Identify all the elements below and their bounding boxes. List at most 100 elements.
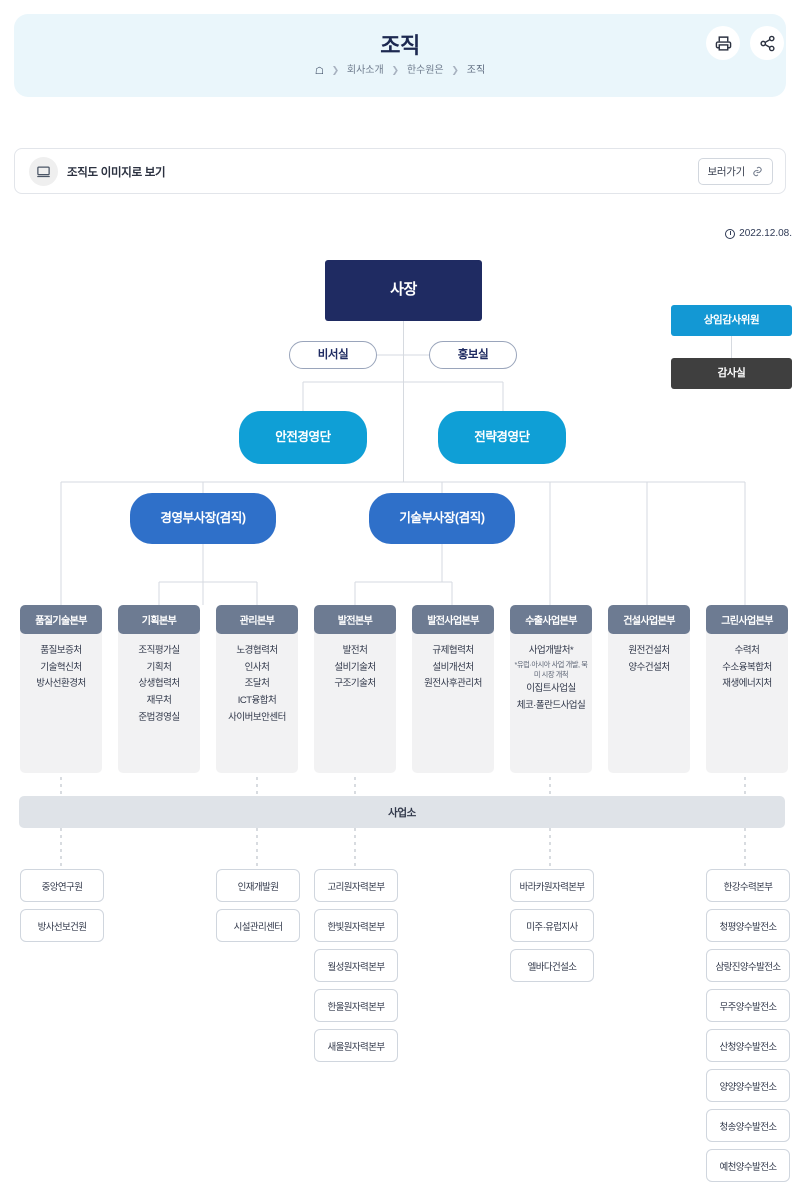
share-icon (759, 35, 775, 51)
division-item[interactable]: 원전사후관리처 (424, 678, 482, 690)
division-item[interactable]: 재생에너지처 (722, 678, 772, 690)
division-item[interactable]: 구조기술처 (334, 678, 376, 690)
site-box[interactable]: 무주양수발전소 (706, 989, 790, 1022)
site-box[interactable]: 청평양수발전소 (706, 909, 790, 942)
org-image-strip-label: 조직도 이미지로 보기 (67, 167, 166, 179)
site-box[interactable]: 산청양수발전소 (706, 1029, 790, 1062)
breadcrumb-item-0[interactable]: 회사소개 (346, 65, 384, 76)
site-box[interactable]: 중앙연구원 (20, 869, 104, 902)
site-box[interactable]: 양양양수발전소 (706, 1069, 790, 1102)
division-item[interactable]: 수소융복합처 (722, 661, 772, 673)
site-box[interactable]: 방사선보건원 (20, 909, 104, 942)
division-item[interactable]: 방사선환경처 (36, 678, 86, 690)
site-box[interactable]: 한강수력본부 (706, 869, 790, 902)
breadcrumb-separator: ❯ (391, 65, 400, 75)
node-standing-auditor[interactable]: 상임감사위원 (671, 305, 792, 336)
division-header[interactable]: 품질기술본부 (20, 605, 102, 634)
clock-icon (725, 228, 736, 239)
division-item[interactable]: 노경협력처 (236, 645, 278, 656)
division-item[interactable]: 발전처 (342, 645, 368, 656)
division-item[interactable]: 사업개발처* (528, 645, 574, 656)
print-button[interactable] (706, 26, 740, 60)
page-header-banner: 조직 ☖ ❯ 회사소개 ❯ 한수원은 ❯ 조직 (14, 14, 786, 97)
site-box[interactable]: 한빛원자력본부 (314, 909, 398, 942)
division-item[interactable]: ICT융합처 (237, 694, 277, 706)
site-box[interactable]: 바라카원자력본부 (510, 869, 594, 902)
division-header[interactable]: 발전사업본부 (412, 605, 494, 634)
node-audit-office[interactable]: 감사실 (671, 358, 792, 389)
org-image-strip: 조직도 이미지로 보기 보러가기 (14, 148, 786, 194)
division-header[interactable]: 관리본부 (216, 605, 298, 634)
division-item[interactable]: 원전건설처 (628, 645, 670, 656)
division-header[interactable]: 수출사업본부 (510, 605, 592, 634)
division-item[interactable]: 설비개선처 (432, 661, 474, 673)
breadcrumb: ☖ ❯ 회사소개 ❯ 한수원은 ❯ 조직 (14, 61, 786, 77)
header-actions (706, 26, 784, 60)
division-item[interactable]: 이집트사업실 (526, 683, 576, 695)
node-secretariat[interactable]: 비서실 (289, 341, 377, 369)
division-item[interactable]: 상생협력처 (138, 678, 180, 690)
node-safety-unit[interactable]: 안전경영단 (239, 411, 367, 464)
node-strategy-unit[interactable]: 전략경영단 (438, 411, 566, 464)
division-item[interactable]: 사이버보안센터 (228, 711, 286, 723)
division-item[interactable]: 조직평가실 (138, 645, 180, 656)
site-box[interactable]: 새울원자력본부 (314, 1029, 398, 1062)
view-image-button[interactable]: 보러가기 (697, 158, 773, 185)
site-box[interactable]: 고리원자력본부 (314, 869, 398, 902)
site-box[interactable]: 인재개발원 (216, 869, 300, 902)
node-pr-office[interactable]: 홍보실 (429, 341, 517, 369)
division-item[interactable]: 품질보증처 (40, 645, 82, 656)
share-button[interactable] (750, 26, 784, 60)
updated-date: 2022.12.08. (725, 228, 792, 239)
site-box[interactable]: 시설관리센터 (216, 909, 300, 942)
breadcrumb-item-1[interactable]: 한수원은 (406, 65, 444, 76)
node-vp-management[interactable]: 경영부사장(겸직) (130, 493, 276, 544)
division-header[interactable]: 기획본부 (118, 605, 200, 634)
site-box[interactable]: 엘바다건설소 (510, 949, 594, 982)
division-item[interactable]: 체코·폴란드사업실 (516, 699, 586, 711)
home-icon[interactable]: ☖ (314, 66, 324, 77)
division-item[interactable]: 기술혁신처 (40, 661, 82, 673)
division-item[interactable]: 기획처 (146, 661, 172, 673)
site-box[interactable]: 한울원자력본부 (314, 989, 398, 1022)
node-ceo[interactable]: 사장 (325, 260, 482, 321)
site-box[interactable]: 예천양수발전소 (706, 1149, 790, 1182)
branch-offices-bar: 사업소 (19, 796, 785, 828)
division-item[interactable]: 설비기술처 (334, 661, 376, 673)
division-header[interactable]: 발전본부 (314, 605, 396, 634)
site-box[interactable]: 월성원자력본부 (314, 949, 398, 982)
division-item[interactable]: 준법경영실 (138, 711, 180, 723)
division-item[interactable]: 재무처 (146, 694, 172, 706)
site-box[interactable]: 삼랑진양수발전소 (706, 949, 790, 982)
division-header[interactable]: 건설사업본부 (608, 605, 690, 634)
division-item[interactable]: 조달처 (244, 678, 270, 690)
division-item[interactable]: 양수건설처 (628, 661, 670, 673)
node-vp-technology[interactable]: 기술부사장(겸직) (369, 493, 515, 544)
breadcrumb-item-2: 조직 (466, 65, 486, 76)
site-box[interactable]: 미주·유럽지사 (510, 909, 594, 942)
division-item[interactable]: 인사처 (244, 661, 270, 673)
division-item[interactable]: 규제협력처 (432, 645, 474, 656)
site-box[interactable]: 청송양수발전소 (706, 1109, 790, 1142)
division-item[interactable]: 수력처 (734, 645, 760, 656)
division-header[interactable]: 그린사업본부 (706, 605, 788, 634)
